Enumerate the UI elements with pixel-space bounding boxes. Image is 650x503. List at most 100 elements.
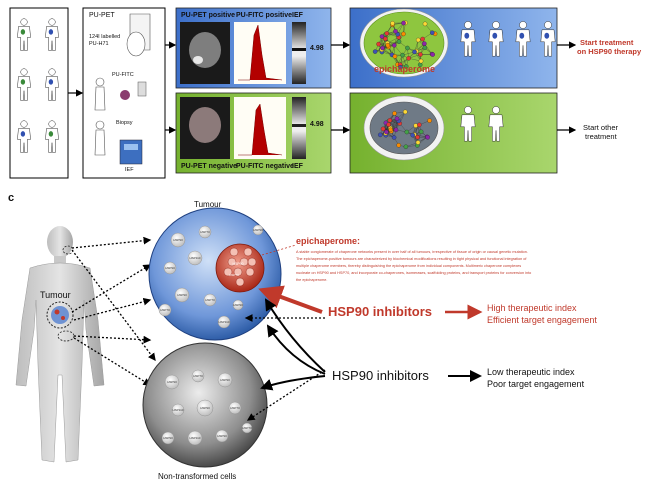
svg-text:HSP90: HSP90 (177, 293, 187, 297)
normal-chaperone: HSP90 (165, 375, 179, 389)
ief-positive-label: IEF (292, 12, 303, 19)
svg-text:HSP90: HSP90 (163, 436, 173, 440)
epichaperome-member (236, 278, 244, 286)
network-node (404, 145, 408, 149)
start-other-line2: treatment (585, 132, 617, 141)
svg-text:HSP90: HSP90 (165, 266, 175, 270)
ief-negative-value: 4.98 (310, 121, 324, 128)
epichaperome-text-2: The epichaperome-positive tumours are ch… (296, 257, 526, 261)
network-node (401, 21, 405, 25)
panel-letter-c: c (8, 192, 14, 204)
normal-chaperone: HSP110 (172, 404, 184, 416)
positive-data-panel (176, 8, 331, 88)
tumour-chaperone: HSP70 (199, 226, 211, 238)
network-node (418, 52, 422, 56)
epichaperome-member (244, 248, 252, 256)
svg-text:HSP70: HSP70 (230, 406, 240, 410)
svg-text:HSP110: HSP110 (190, 436, 201, 440)
svg-text:HSP90: HSP90 (220, 378, 230, 382)
network-node (378, 133, 382, 137)
pu-pet-label: PU-PET (89, 12, 115, 19)
tumour-chaperone: HSP70 (159, 304, 171, 316)
tumour-chaperone: HSP90 (233, 300, 243, 310)
network-node (415, 135, 419, 139)
svg-text:HSP70: HSP70 (160, 308, 170, 312)
svg-text:HSP70: HSP70 (205, 298, 215, 302)
network-node (414, 124, 418, 128)
epichaperome-text-4: nucleate on HSP90 and HSP70, and incorpo… (296, 271, 531, 275)
network-node (393, 29, 397, 33)
epichaperome-text-1: A stable conglomerate of chaperone netwo… (296, 250, 528, 254)
hsp90-inhibitors-red: HSP90 inhibitors (328, 304, 432, 319)
network-node (407, 56, 411, 60)
network-node (397, 40, 401, 44)
pu-fitc-label: PU-FITC (112, 72, 134, 78)
network-node (393, 54, 397, 58)
network-node (426, 135, 430, 139)
pu-fitc-negative-label: PU-FITC negative (236, 163, 294, 170)
start-treatment-line1: Start treatment (580, 38, 633, 47)
epi-cluster-label-2: HSP70 (229, 273, 239, 277)
network-node (421, 37, 425, 41)
pu-pet-negative-label: PU-PET negative (181, 163, 237, 170)
tumour-chaperone: HSP90 (171, 233, 185, 247)
svg-text:HSP70: HSP70 (200, 230, 210, 234)
epichaperome-definition-title: epichaperome: (296, 236, 360, 246)
epichaperome-text-5: the epichaperome. (296, 278, 327, 282)
tumour-chaperone: HSP90 (164, 262, 176, 274)
biopsy-label: Biopsy (116, 120, 133, 126)
tumour-chaperone: HSP90 (175, 288, 189, 302)
network-node (419, 59, 423, 63)
hsp90-inhibitors-black: HSP90 inhibitors (332, 368, 429, 383)
svg-text:HSP90: HSP90 (253, 228, 263, 232)
normal-chaperone: HSP90 (197, 400, 213, 416)
normal-chaperone: HSP90 (216, 430, 228, 442)
ief-positive-value: 4.98 (310, 45, 324, 52)
normal-chaperone: HSP70 (192, 370, 204, 382)
network-node (392, 111, 396, 115)
network-node (431, 52, 435, 56)
network-node (389, 128, 393, 132)
labelled-line2: PU-H71 (89, 41, 109, 47)
tumour-chaperone: HSP110 (188, 251, 202, 265)
tumour-cell: HSP90HSP70HSP90HSP110HSP90HSP70HSP90HSP7… (149, 208, 281, 340)
low-therapeutic-index: Low therapeutic index (487, 367, 575, 377)
network-node (380, 46, 384, 50)
svg-text:HSP90: HSP90 (233, 303, 243, 307)
network-node (387, 123, 391, 127)
network-node (384, 130, 388, 134)
network-node (376, 42, 380, 46)
labelled-line1: 124I labelled (89, 34, 120, 40)
tumour-body-label: Tumour (40, 290, 71, 300)
network-node (381, 127, 385, 131)
start-treatment-line2: on HSP90 therapy (577, 47, 641, 56)
network-node (401, 32, 405, 36)
svg-text:HSP110: HSP110 (190, 256, 201, 260)
epichaperome-member (248, 258, 256, 266)
pu-pet-positive-label: PU-PET positive (181, 12, 235, 19)
epichaperome-member (246, 268, 254, 276)
normal-chaperone: HSP90 (162, 432, 174, 444)
body-to-cell-lines (72, 240, 155, 385)
svg-text:HSP110: HSP110 (173, 408, 184, 412)
network-node (390, 21, 394, 25)
svg-text:HSP70: HSP70 (242, 426, 252, 430)
network-node (392, 43, 396, 47)
network-node (419, 130, 423, 134)
start-other-line1: Start other (583, 123, 618, 132)
network-node (405, 130, 409, 134)
network-node (422, 42, 426, 46)
epichaperome-member (230, 248, 238, 256)
network-node (423, 22, 427, 26)
network-node (395, 117, 399, 121)
network-node (383, 37, 387, 41)
network-node (400, 53, 404, 57)
svg-text:HSP70: HSP70 (193, 374, 203, 378)
network-node (412, 50, 416, 54)
pu-fitc-positive-label: PU-FITC positive (236, 12, 292, 19)
epichaperome-network-label: epichaperome (374, 64, 435, 74)
svg-text:HSP90: HSP90 (167, 380, 177, 384)
tumour-chaperone: HSP110 (218, 316, 230, 328)
